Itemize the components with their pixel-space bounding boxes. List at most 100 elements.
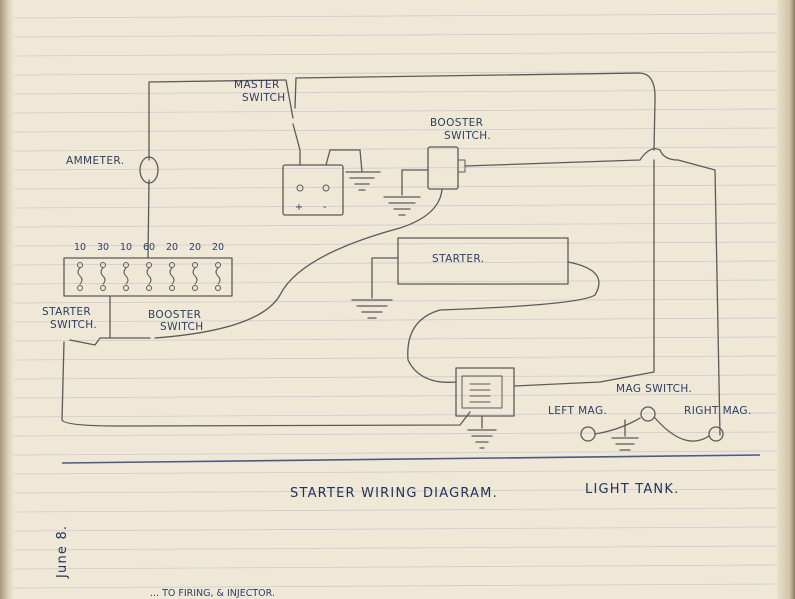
ruled-line xyxy=(13,108,778,114)
ruled-line xyxy=(13,564,778,570)
fuse-rating-label: 20 xyxy=(212,242,224,253)
fuse-terminal-bottom xyxy=(146,285,152,291)
page-outer-edge xyxy=(777,0,795,599)
fuse-terminal-bottom xyxy=(215,285,221,291)
fuse-row xyxy=(77,262,221,291)
mag-switch-label: MAG SWITCH. xyxy=(616,383,692,395)
fuse-rating-label: 60 xyxy=(143,242,155,253)
booster-to-lower-switch-wire xyxy=(154,188,443,339)
ammeter-label: AMMETER. xyxy=(66,155,124,167)
ruled-line xyxy=(13,526,778,532)
booster-switch-ground xyxy=(383,169,429,216)
ruled-line xyxy=(13,393,778,399)
ruled-line xyxy=(13,431,778,437)
ruled-line xyxy=(13,260,778,266)
ruled-line xyxy=(13,336,778,342)
solenoid-inner xyxy=(461,375,503,409)
solenoid-box xyxy=(455,367,515,417)
battery-symbol xyxy=(282,164,344,216)
master-switch-label-line2: SWITCH xyxy=(242,92,286,104)
fuse-box xyxy=(63,257,233,297)
ruled-line xyxy=(13,298,778,304)
ruled-line xyxy=(13,412,778,418)
heading-rule xyxy=(61,454,761,464)
ruled-line xyxy=(13,450,778,456)
ruled-line xyxy=(13,203,778,209)
starter-motor-box xyxy=(397,237,569,285)
ruled-line xyxy=(13,222,778,228)
right-magneto xyxy=(708,426,724,442)
ruled-line xyxy=(13,89,778,95)
starter-ground xyxy=(351,257,399,319)
fuse-element xyxy=(146,267,152,285)
booster-switch-lower-label-line1: BOOSTER xyxy=(148,309,201,321)
ruled-line xyxy=(13,374,778,380)
ruled-line xyxy=(13,127,778,133)
ruled-line xyxy=(13,545,778,551)
ruled-line xyxy=(13,51,778,57)
mag-switch-symbol xyxy=(640,406,656,422)
ruled-line xyxy=(13,507,778,513)
starter-label: STARTER. xyxy=(432,253,485,265)
fuse-rating-label: 30 xyxy=(97,242,109,253)
battery-terminal-positive xyxy=(296,184,304,192)
fuse-terminal-top xyxy=(123,262,129,268)
solenoid-to-mag-wire xyxy=(513,159,655,387)
ruled-line xyxy=(13,241,778,247)
solenoid-coil xyxy=(469,383,491,403)
ruled-line xyxy=(13,32,778,38)
ruled-lines xyxy=(13,13,778,589)
mag-switch-ground xyxy=(611,419,639,451)
main-top-wire xyxy=(148,72,656,161)
ruled-line xyxy=(13,184,778,190)
fuse-terminal-bottom xyxy=(100,285,106,291)
starter-switch-loop-wire xyxy=(61,341,471,427)
fuse-terminal-bottom xyxy=(192,285,198,291)
ruled-line xyxy=(13,355,778,361)
right-mag-label: RIGHT MAG. xyxy=(684,405,752,417)
ruled-line xyxy=(13,70,778,76)
ruled-line xyxy=(13,13,778,19)
ruled-line xyxy=(13,469,778,475)
booster-switch-label-line1: BOOSTER xyxy=(430,117,483,129)
fuse-element xyxy=(215,267,221,285)
diagram-title: STARTER WIRING DIAGRAM. xyxy=(290,486,498,501)
battery-negative-label: - xyxy=(323,202,326,213)
starter-to-solenoid-wire xyxy=(407,261,600,383)
fuse-element xyxy=(192,267,198,285)
ruled-line xyxy=(13,146,778,152)
left-mag-label: LEFT MAG. xyxy=(548,405,607,417)
fuse-rating-label: 10 xyxy=(120,242,132,253)
fuse-rating-label: 20 xyxy=(189,242,201,253)
margin-date-note: June 8. xyxy=(55,525,70,579)
ammeter-to-fusebox-wire xyxy=(147,179,150,259)
footer-text: ... TO FIRING, & INJECTOR. xyxy=(150,588,275,599)
battery-terminal-negative xyxy=(322,184,330,192)
solenoid-ground xyxy=(467,415,497,449)
booster-switch-knob xyxy=(457,159,466,173)
master-switch-symbol xyxy=(285,77,301,166)
ruled-line xyxy=(13,279,778,285)
fuse-terminal-top xyxy=(146,262,152,268)
fuse-terminal-bottom xyxy=(123,285,129,291)
master-switch-label-line1: MASTER xyxy=(234,79,280,91)
page-binding-edge xyxy=(0,0,14,599)
fuse-element xyxy=(100,267,106,285)
fuse-element xyxy=(123,267,129,285)
ruled-line xyxy=(13,488,778,494)
ruled-line xyxy=(13,165,778,171)
ruled-line xyxy=(13,317,778,323)
booster-to-right-wire xyxy=(464,148,721,436)
ruled-line xyxy=(13,583,778,589)
ammeter-symbol xyxy=(139,156,159,184)
magneto-wires xyxy=(594,417,710,442)
fuse-rating-label: 10 xyxy=(74,242,86,253)
fuse-element xyxy=(77,267,83,285)
starter-switch-label-line2: SWITCH. xyxy=(50,319,97,331)
starter-switch-label-line1: STARTER xyxy=(42,306,91,318)
fuse-terminal-bottom xyxy=(169,285,175,291)
fuse-rating-label: 20 xyxy=(166,242,178,253)
fuse-terminal-top xyxy=(192,262,198,268)
battery-positive-label: + xyxy=(295,202,303,213)
